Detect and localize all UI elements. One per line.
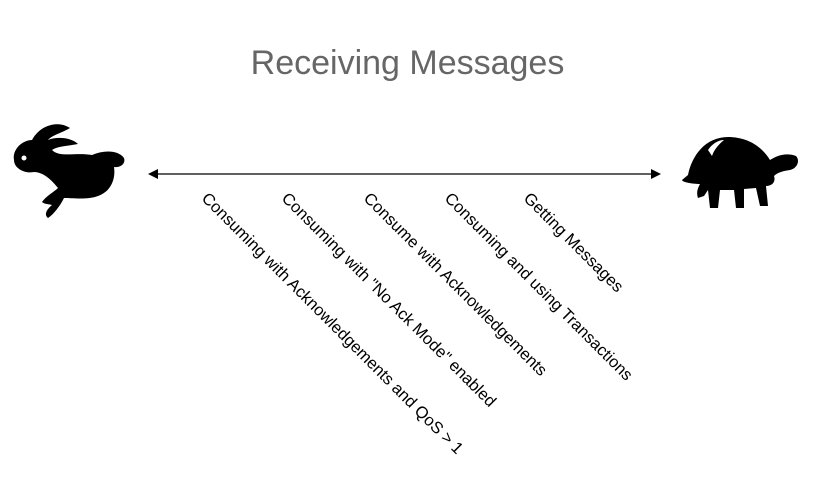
double-arrow — [148, 169, 661, 179]
diagram-title: Receiving Messages — [250, 44, 565, 82]
rabbit-icon — [13, 124, 125, 218]
turtle-icon — [682, 136, 798, 208]
